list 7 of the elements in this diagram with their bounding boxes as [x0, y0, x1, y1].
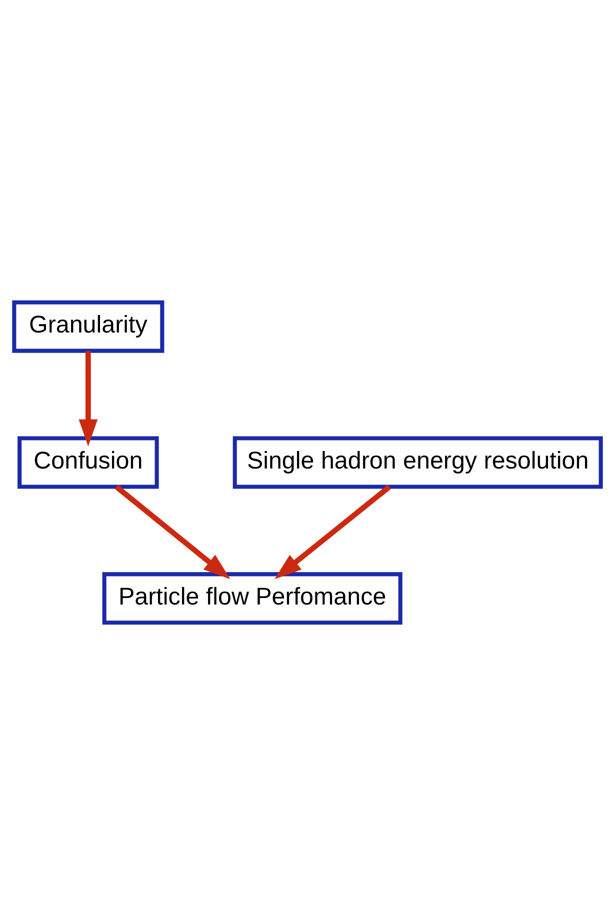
- arrow: [274, 484, 392, 579]
- node-box: Particle flow Perfomance: [102, 572, 402, 624]
- node-box: Single hadron energy resolution: [232, 436, 603, 488]
- node-box: Granularity: [12, 300, 164, 352]
- arrow: [78, 350, 98, 446]
- node-box: Confusion: [18, 436, 159, 488]
- arrow: [114, 484, 230, 579]
